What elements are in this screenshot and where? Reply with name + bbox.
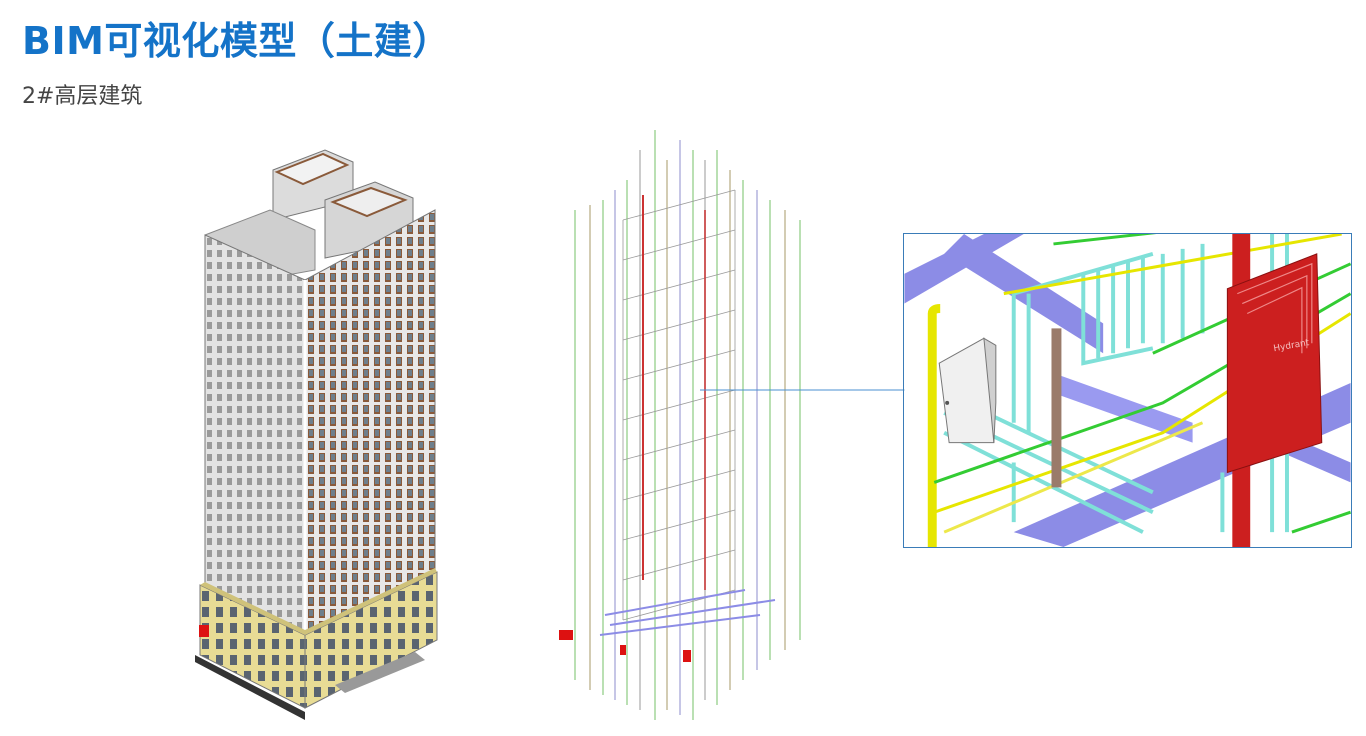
mep-pipe-model-image: [559, 130, 801, 720]
page-title: BIM可视化模型（土建）: [22, 19, 451, 63]
pipe-detail-zoom-image: Hydrant: [903, 233, 1352, 548]
page-subtitle: 2#高层建筑: [22, 84, 143, 109]
callout-leader-line: [700, 389, 910, 391]
building-model-image: [195, 149, 438, 720]
